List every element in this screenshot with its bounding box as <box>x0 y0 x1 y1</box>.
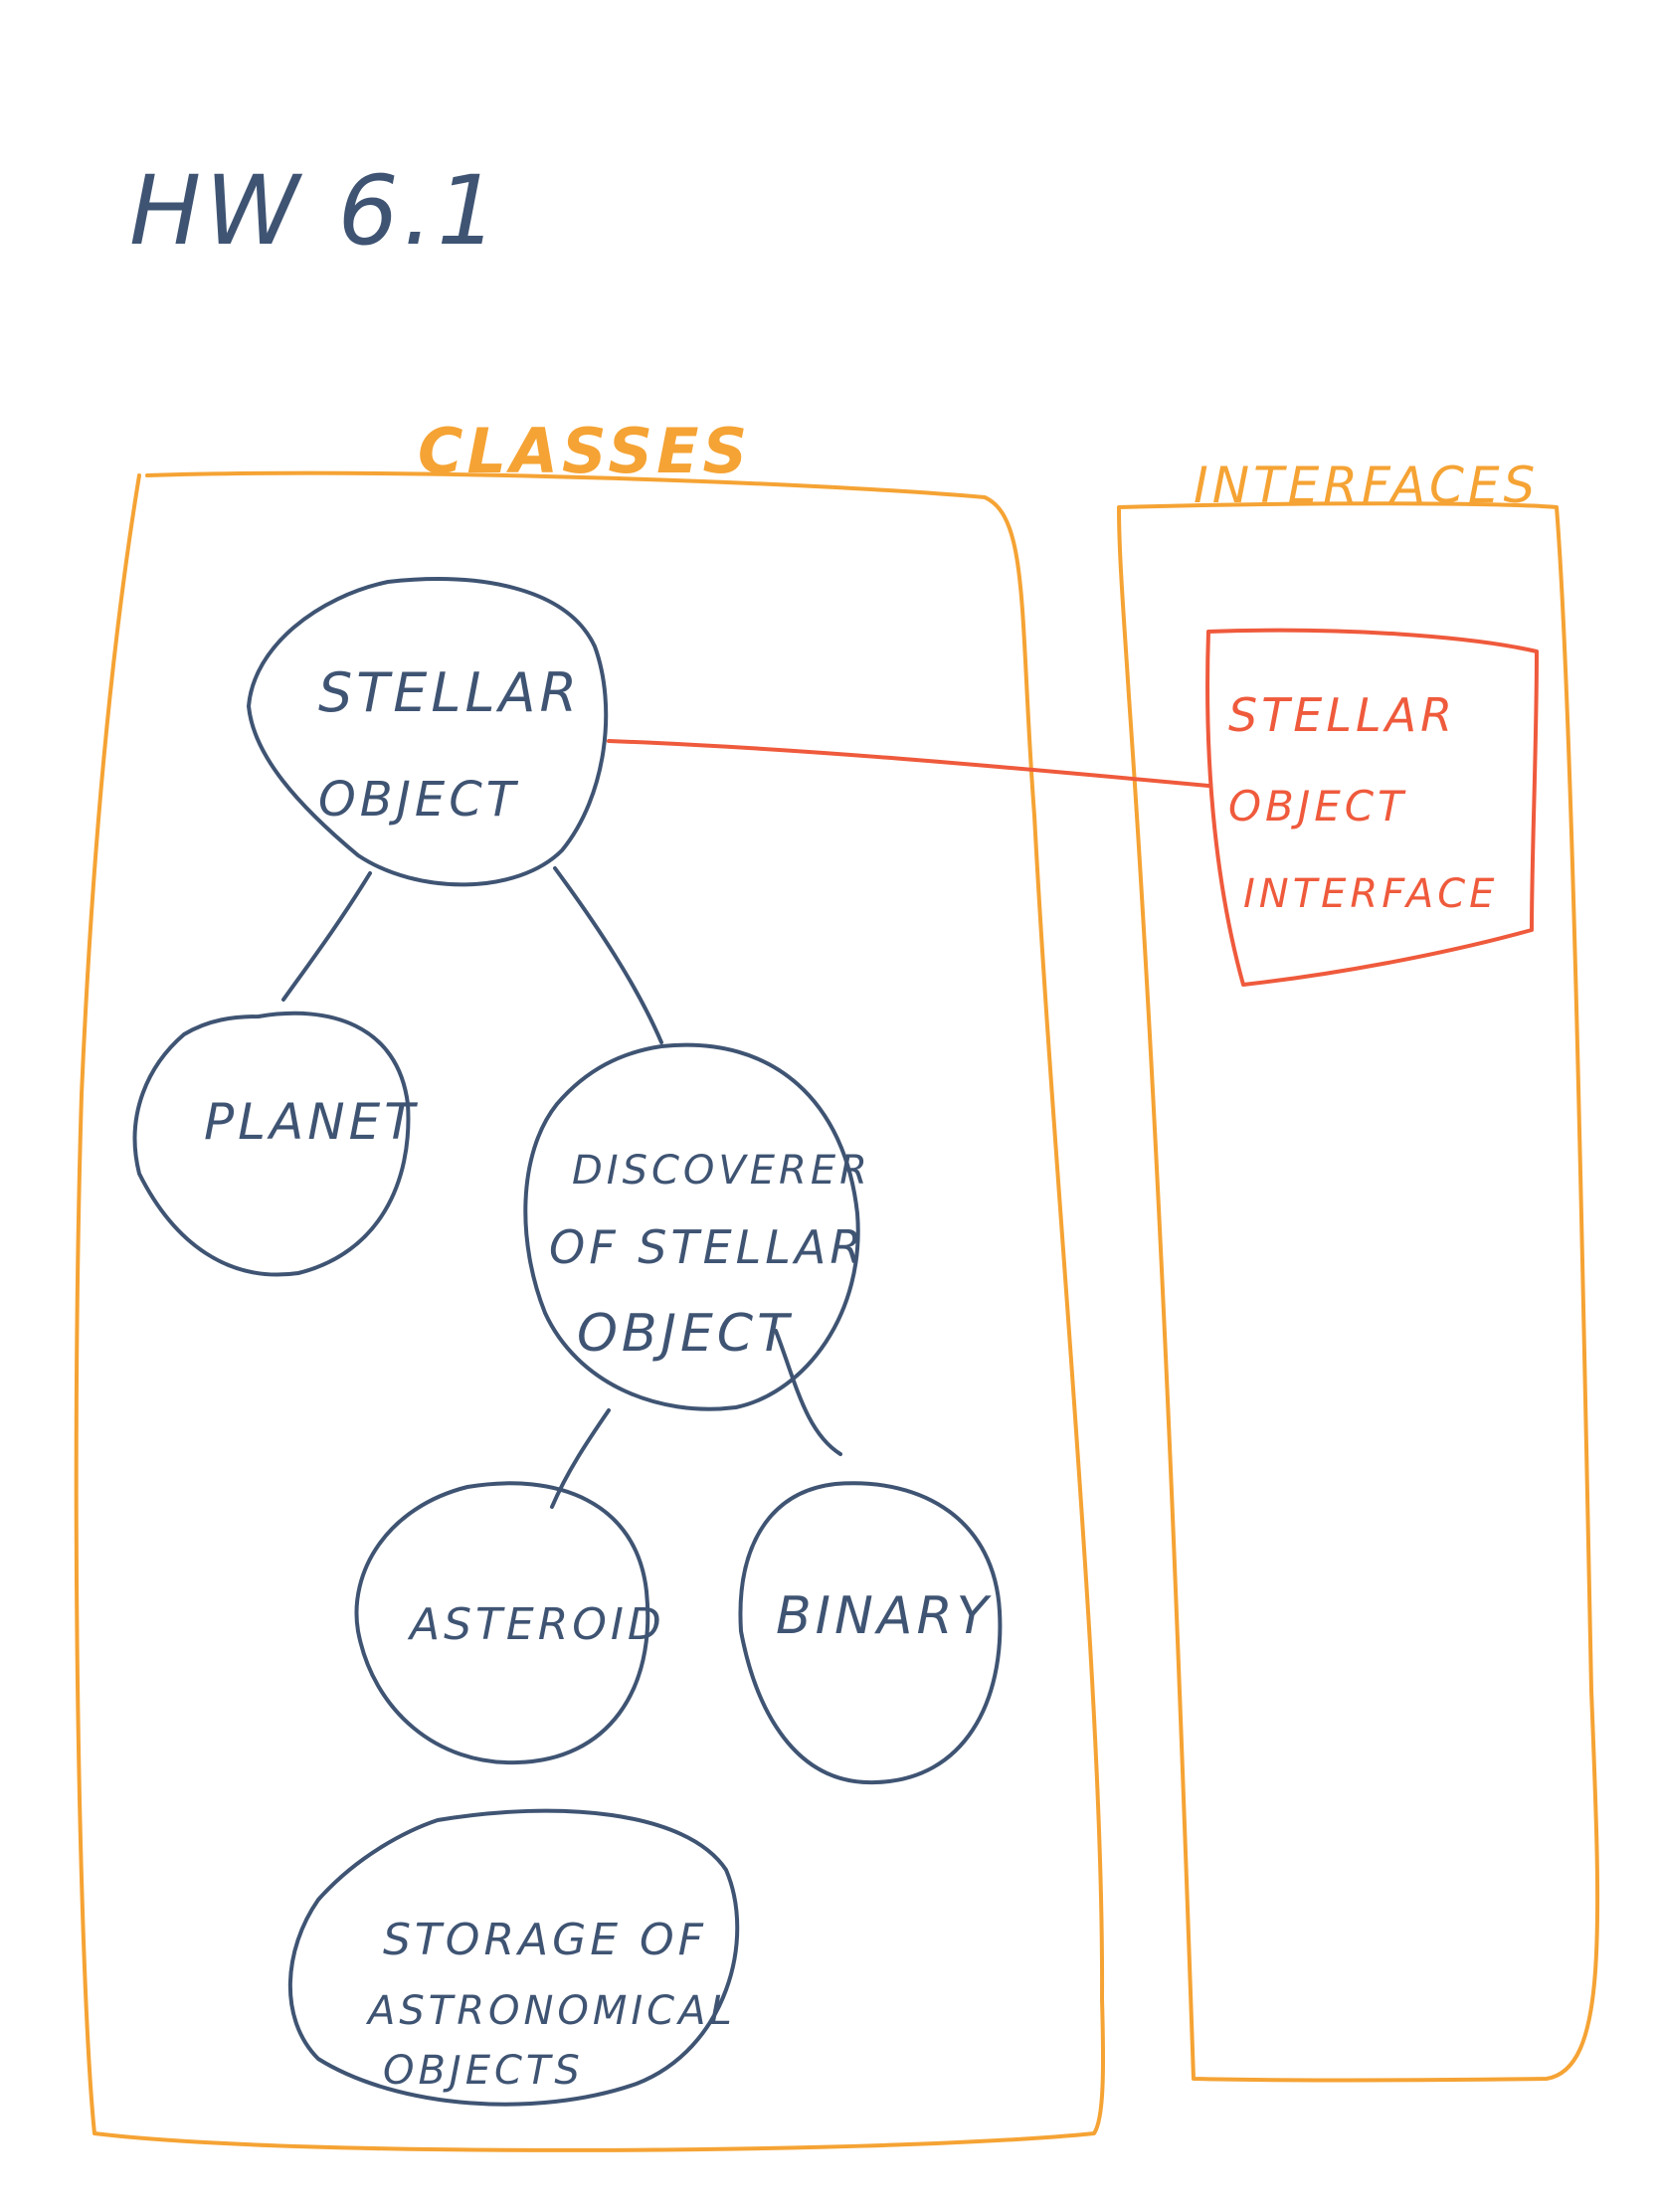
class-node-asteroid: ASTEROID <box>354 1481 665 1765</box>
discoverer-label-line-2: OF STELLAR <box>549 1220 865 1274</box>
edge-stellar-to-discoverer <box>553 866 663 1044</box>
interface-node-stellar-object-interface: STELLAR OBJECT INTERFACE <box>1205 628 1539 987</box>
stellar-object-label-line-2: OBJECT <box>318 772 519 828</box>
class-node-binary: BINARY <box>738 1481 1003 1785</box>
class-node-planet: PLANET <box>132 1011 419 1277</box>
class-node-discoverer-of-stellar-object: DISCOVERER OF STELLAR OBJECT <box>523 1042 871 1411</box>
class-node-stellar-object: STELLAR OBJECT <box>247 577 609 887</box>
interfaces-section-label: INTERFACES <box>1194 457 1539 514</box>
edge-discoverer-to-asteroid <box>550 1408 611 1509</box>
class-node-storage-of-astronomical-objects: STORAGE OF ASTRONOMICAL OBJECTS <box>287 1808 740 2107</box>
edge-discoverer-to-binary <box>774 1329 842 1456</box>
classes-section-box <box>74 470 1106 2152</box>
storage-label-line-2: ASTRONOMICAL <box>365 1988 736 2034</box>
discoverer-label-line-1: DISCOVERER <box>572 1148 871 1194</box>
interface-label-line-1: STELLAR <box>1228 688 1456 742</box>
edge-stellar-to-planet <box>281 871 372 1002</box>
edge-stellar-to-interface <box>607 739 1210 788</box>
classes-section-label: CLASSES <box>418 415 751 487</box>
interfaces-section-box <box>1117 501 1600 2083</box>
storage-label-line-1: STORAGE OF <box>383 1915 707 1965</box>
planet-label: PLANET <box>204 1093 419 1151</box>
binary-label: BINARY <box>776 1586 993 1646</box>
stellar-object-label-line-1: STELLAR <box>318 661 581 724</box>
interface-label-line-2: OBJECT <box>1228 782 1407 830</box>
storage-label-line-3: OBJECTS <box>383 2048 584 2094</box>
interface-label-line-3: INTERFACE <box>1243 871 1498 917</box>
page-title: HW 6.1 <box>129 155 501 267</box>
asteroid-label: ASTEROID <box>407 1599 665 1650</box>
discoverer-label-line-3: OBJECT <box>577 1304 793 1364</box>
